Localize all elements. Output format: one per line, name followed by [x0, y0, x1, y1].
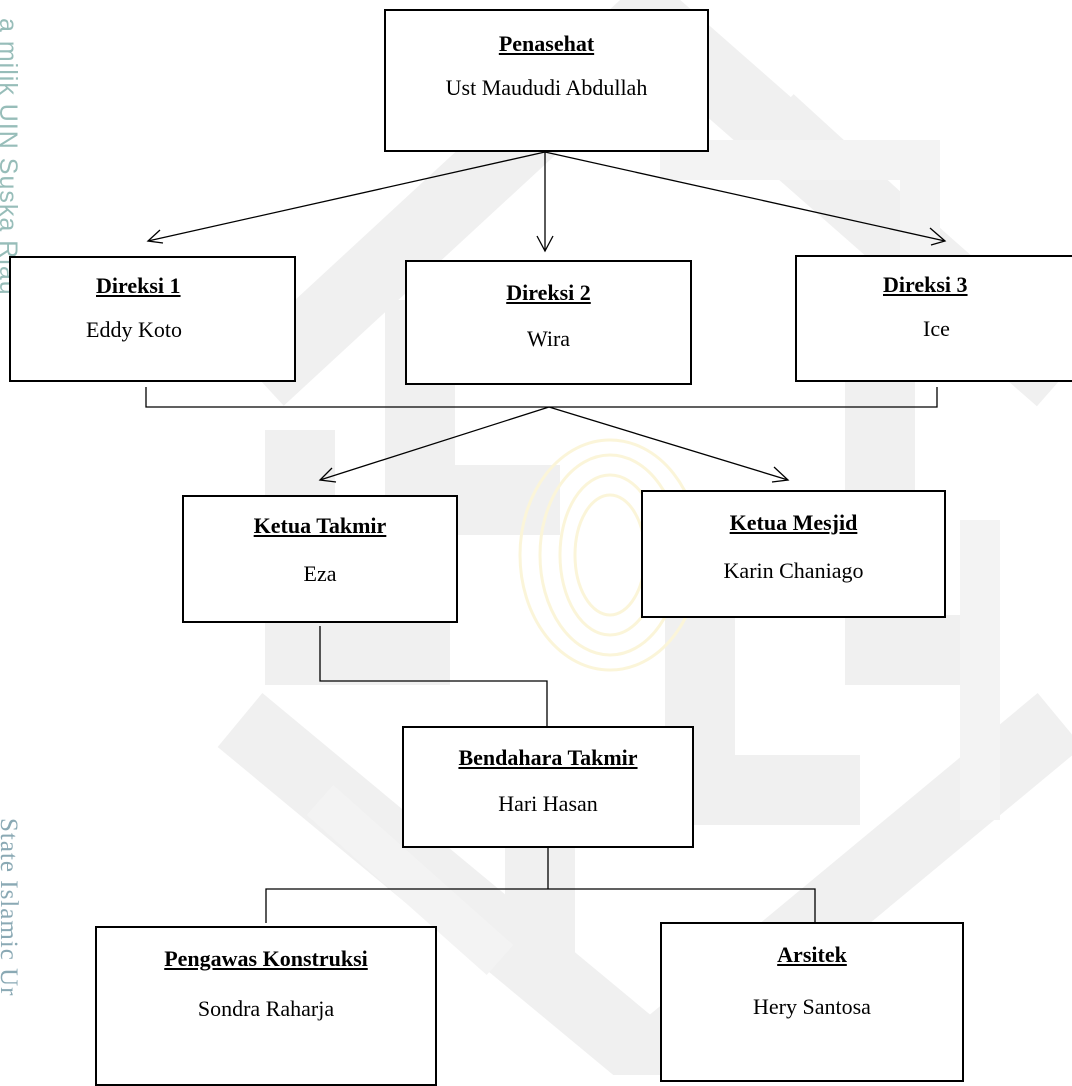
ketua-takmir-role: Ketua Takmir — [253, 513, 387, 538]
box-direksi-2: Direksi 2 Wira — [405, 260, 692, 385]
arrowhead-direksi-3 — [929, 227, 947, 246]
pengawas-konstruksi-role: Pengawas Konstruksi — [164, 946, 368, 971]
arrowhead-ketua-takmir — [318, 467, 337, 483]
ketua-mesjid-name: Karin Chaniago — [723, 558, 864, 583]
penasehat-role: Penasehat — [498, 31, 595, 56]
box-direksi-1: Direksi 1 Eddy Koto — [9, 256, 296, 382]
box-ketua-mesjid: Ketua Mesjid Karin Chaniago — [641, 490, 946, 618]
bendahara-takmir-name: Hari Hasan — [498, 791, 598, 816]
arrow-penasehat-direksi-1 — [147, 151, 546, 242]
direksi-1-name: Eddy Koto — [86, 317, 182, 342]
bracket-direksi — [145, 387, 938, 408]
direksi-2-name: Wira — [526, 326, 571, 351]
box-arsitek: Arsitek Hery Santosa — [660, 922, 964, 1082]
ketua-takmir-name: Eza — [303, 561, 337, 586]
arrow-ketua-takmir — [319, 406, 550, 481]
arrow-penasehat-direksi-3 — [544, 151, 946, 242]
box-penasehat: Penasehat Ust Maududi Abdullah — [384, 9, 709, 152]
arrowhead-direksi-2 — [536, 235, 554, 253]
pengawas-konstruksi-name: Sondra Raharja — [197, 996, 335, 1021]
box-direksi-3: Direksi 3 Ice — [795, 255, 1072, 382]
direksi-1-role: Direksi 1 — [96, 273, 181, 298]
bracket-bottom — [265, 888, 816, 923]
box-bendahara-takmir: Bendahara Takmir Hari Hasan — [402, 726, 694, 848]
box-pengawas-konstruksi: Pengawas Konstruksi Sondra Raharja — [95, 926, 437, 1086]
direksi-2-role: Direksi 2 — [506, 280, 591, 305]
penasehat-name: Ust Maududi Abdullah — [445, 75, 648, 100]
arsitek-role: Arsitek — [777, 942, 847, 967]
arrowhead-ketua-mesjid — [771, 466, 790, 483]
ketua-mesjid-role: Ketua Mesjid — [729, 510, 858, 535]
arrow-ketua-mesjid — [548, 406, 789, 481]
arsitek-name: Hery Santosa — [753, 994, 871, 1019]
direksi-3-name: Ice — [923, 316, 950, 341]
arrowhead-direksi-1 — [146, 229, 164, 244]
bendahara-takmir-role: Bendahara Takmir — [458, 745, 638, 770]
direksi-3-role: Direksi 3 — [883, 272, 968, 297]
box-ketua-takmir: Ketua Takmir Eza — [182, 495, 458, 623]
line-takmir-bendahara — [319, 626, 548, 727]
